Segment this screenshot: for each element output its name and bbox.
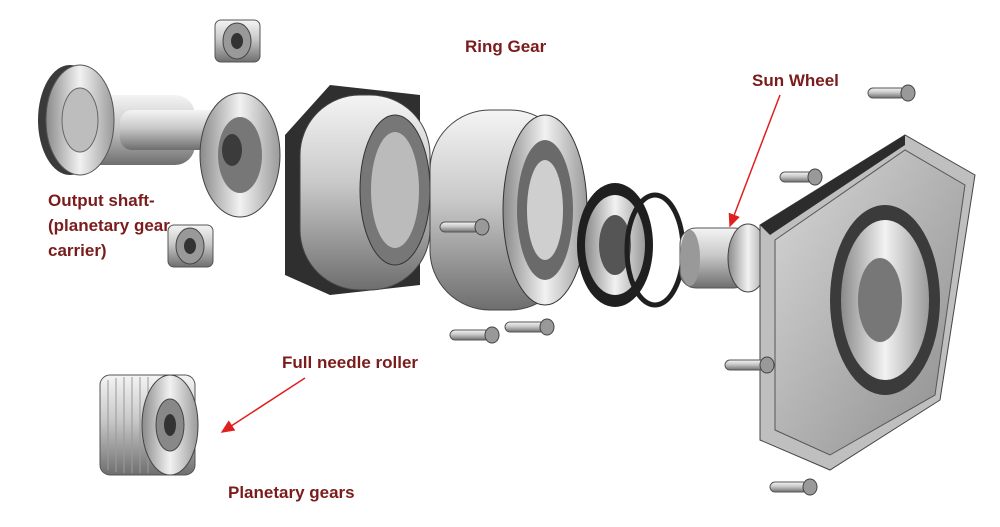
- output-shaft-label-line3: carrier): [48, 241, 107, 260]
- bolt-lower-1: [449, 326, 500, 344]
- needle-roller-arrow: [220, 377, 306, 433]
- bolt-ring: [439, 218, 490, 236]
- bolt-lower-2: [504, 318, 555, 336]
- planet-gear-small-bottom: [167, 224, 214, 268]
- planetary-gears-label: Planetary gears: [228, 483, 355, 502]
- output-shaft-label-line2: (planetary gear: [48, 216, 170, 235]
- bolt-upper: [779, 168, 823, 186]
- ring-gear-housing: [285, 85, 431, 295]
- planet-gear-small-top: [214, 19, 261, 63]
- full-needle-roller-label: Full needle roller: [282, 353, 419, 372]
- ring-gear: [429, 109, 588, 311]
- bearing: [577, 183, 686, 308]
- output-shaft-label-line1: Output shaft-: [48, 191, 155, 210]
- adapter-flange: [759, 134, 976, 471]
- sun-wheel: [679, 223, 769, 293]
- sun-wheel-label: Sun Wheel: [752, 71, 839, 90]
- sun-wheel-arrow: [728, 94, 781, 228]
- bolt-flange: [724, 356, 775, 374]
- bolt-top: [867, 84, 916, 102]
- ring-gear-label: Ring Gear: [465, 37, 547, 56]
- bolt-bottom: [769, 478, 818, 496]
- planetary-gear-large: [99, 374, 199, 476]
- bolts: [439, 84, 916, 496]
- output-shaft: [38, 64, 281, 218]
